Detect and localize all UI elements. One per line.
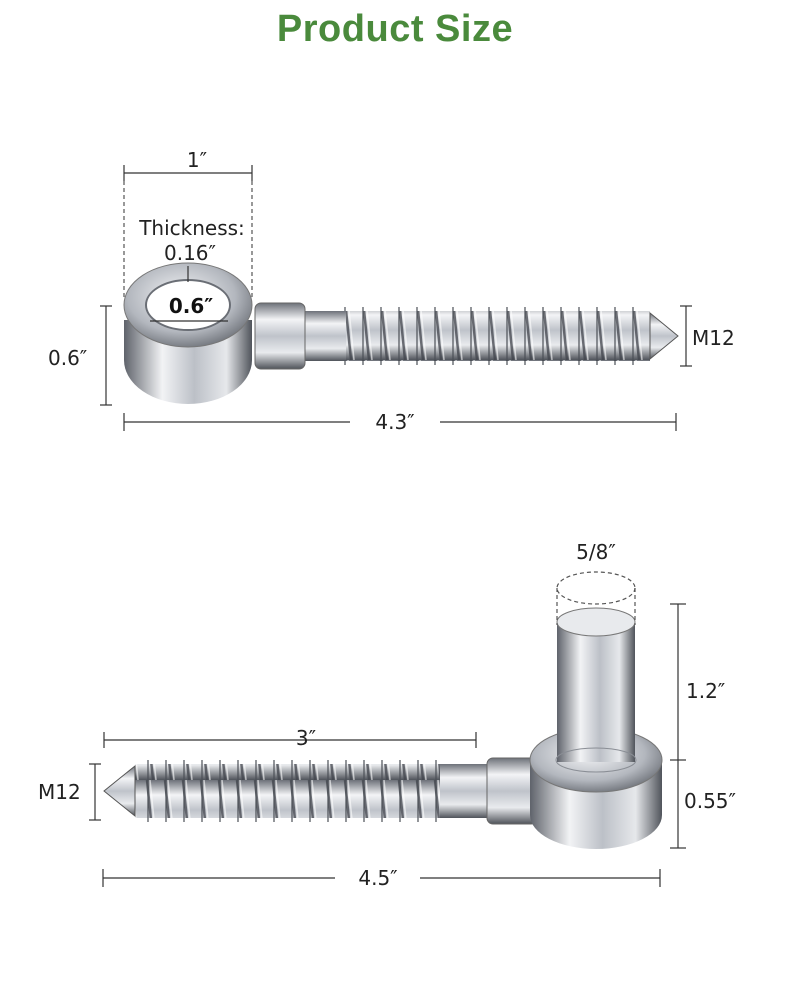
eye-bolt-thread [300, 311, 650, 361]
page-title: Product Size [276, 8, 514, 50]
thickness-label: Thickness: [138, 216, 245, 240]
eye-bolt-tip [649, 311, 679, 361]
pin-hinge-pin [557, 622, 635, 762]
eye-bolt-illustration [123, 262, 679, 404]
eye-width-label: 1″ [187, 148, 207, 172]
pin-diameter-label: 5/8″ [576, 540, 616, 564]
pin-hinge-illustration [103, 607, 663, 849]
pin-hinge-dimensions: 5/8″ 1.2″ 3″ 0.55″ M12 4.5″ [38, 540, 736, 890]
thread-length-label: 3″ [296, 726, 316, 750]
pin-hinge-thread [135, 764, 495, 818]
pin-hinge-tip [103, 764, 136, 818]
pin-hinge-length-label: 4.5″ [358, 866, 397, 890]
eye-height-label: 0.6″ [48, 346, 87, 370]
pin-height-label: 1.2″ [686, 679, 725, 703]
pin-hinge-thread-label: M12 [38, 780, 81, 804]
eye-bolt-dimensions: 1″ Thickness: 0.16″ 0.6″ 0.6″ 4.3″ M12 [48, 148, 735, 434]
base-height-label: 0.55″ [684, 789, 736, 813]
pin-hinge-hex-collar [486, 757, 538, 825]
inner-diameter-label: 0.6″ [169, 294, 213, 318]
eye-bolt-hex-collar [254, 302, 306, 370]
eye-bolt-thread-label: M12 [692, 326, 735, 350]
thickness-value: 0.16″ [164, 241, 216, 265]
eye-bolt-length-label: 4.3″ [375, 410, 414, 434]
